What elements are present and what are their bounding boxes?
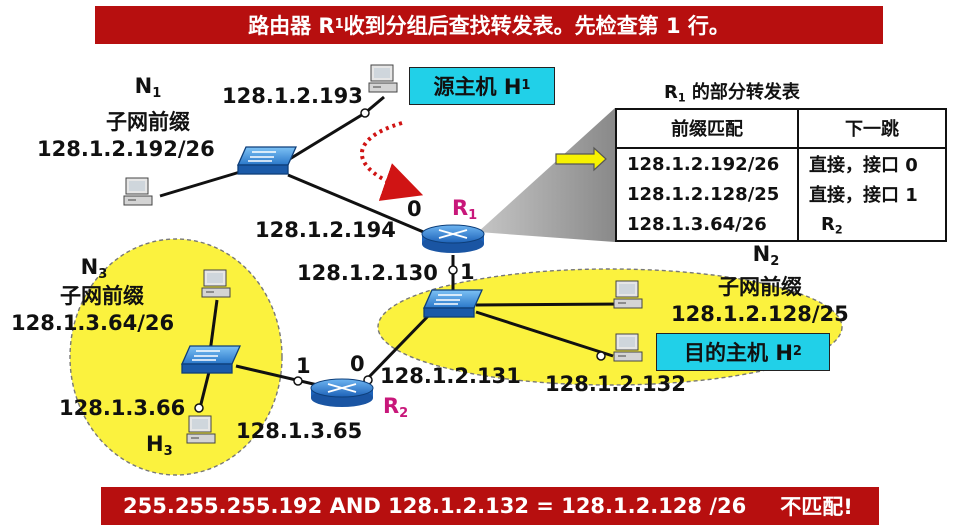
table-row1-prefix: 128.1.2.192/26 bbox=[616, 148, 798, 179]
r2-label-text: R bbox=[383, 394, 399, 418]
r2-port0-ip: 128.1.2.131 bbox=[380, 366, 521, 387]
n2-name-text: N bbox=[753, 242, 771, 266]
r1-label: R1 bbox=[452, 198, 477, 219]
n3-name: N3 bbox=[64, 257, 124, 278]
table-row3-next-hop-text: R bbox=[821, 214, 835, 235]
footer-calc: 255.255.255.192 AND 128.1.2.132 = 128.1.… bbox=[123, 494, 746, 518]
table-callout-cone bbox=[478, 108, 615, 242]
host-h2-ip: 128.1.2.132 bbox=[545, 374, 686, 395]
table-row3-prefix: 128.1.3.64/26 bbox=[616, 210, 798, 241]
host-h3-ip: 128.1.3.66 bbox=[59, 398, 185, 419]
host-h3-name: H bbox=[146, 432, 164, 456]
n3-prefix-label: 子网前缀 bbox=[22, 286, 182, 307]
n3-prefix: 128.1.3.64/26 bbox=[11, 313, 174, 334]
r2-label-sub: 2 bbox=[399, 406, 408, 421]
computer-h1 bbox=[369, 65, 397, 92]
switch-n1 bbox=[238, 147, 296, 174]
table-row: 128.1.2.128/25 直接，接口 1 bbox=[616, 179, 946, 209]
r2-label: R2 bbox=[383, 396, 408, 417]
r1-port0-num: 0 bbox=[407, 199, 422, 220]
n2-name: N2 bbox=[736, 244, 796, 265]
n1-prefix: 128.1.2.192/26 bbox=[37, 139, 215, 160]
r1-port1-ip: 128.1.2.130 bbox=[297, 263, 438, 284]
table-row3-next-hop: R2 bbox=[798, 210, 946, 241]
computer-h2 bbox=[614, 334, 642, 361]
r1-port0-ip: 128.1.2.194 bbox=[255, 220, 396, 241]
footer-banner: 255.255.255.192 AND 128.1.2.132 = 128.1.… bbox=[101, 487, 879, 525]
computer-n1 bbox=[124, 178, 152, 205]
r1-label-sub: 1 bbox=[468, 208, 477, 223]
n3-name-text: N bbox=[81, 255, 99, 279]
n2-prefix-label: 子网前缀 bbox=[680, 277, 840, 298]
table-header-row: 前缀匹配 下一跳 bbox=[616, 109, 946, 148]
n2-prefix: 128.1.2.128/25 bbox=[671, 304, 849, 325]
table-header-prefix: 前缀匹配 bbox=[616, 109, 798, 148]
r2-port1-ip: 128.1.3.65 bbox=[236, 421, 362, 442]
r2-port0-num: 0 bbox=[350, 354, 365, 375]
host-h2-name: 目的主机 H bbox=[684, 337, 793, 367]
table-title-post: 的部分转发表 bbox=[686, 82, 800, 103]
host-h3-sub: 3 bbox=[164, 444, 173, 459]
table-row2-next-hop: 直接，接口 1 bbox=[798, 179, 946, 209]
computer-n3-top bbox=[202, 270, 230, 297]
router-r2 bbox=[311, 379, 373, 407]
computer-n2-top bbox=[614, 281, 642, 308]
r2-port1-num: 1 bbox=[296, 356, 311, 377]
table-row1-next-hop: 直接，接口 0 bbox=[798, 148, 946, 179]
r1-label-text: R bbox=[452, 196, 468, 220]
packet-path-arrow bbox=[362, 123, 408, 190]
table-row: 128.1.3.64/26 R2 bbox=[616, 210, 946, 241]
table-title-pre: R bbox=[664, 82, 678, 103]
table-row: 128.1.2.192/26 直接，接口 0 bbox=[616, 148, 946, 179]
n3-name-sub: 3 bbox=[98, 267, 107, 282]
switch-n2 bbox=[424, 290, 482, 317]
table-row3-next-hop-sub: 2 bbox=[835, 224, 843, 237]
n1-name-text: N bbox=[135, 74, 153, 98]
host-h3-label: H3 bbox=[146, 434, 173, 455]
table-title-sub: 1 bbox=[678, 91, 686, 104]
footer-result: 不匹配! bbox=[780, 491, 853, 521]
n2-name-sub: 2 bbox=[770, 254, 779, 269]
n1-name: N1 bbox=[118, 76, 178, 97]
computer-h3 bbox=[187, 416, 215, 443]
table-row2-prefix: 128.1.2.128/25 bbox=[616, 179, 798, 209]
table-header-next-hop: 下一跳 bbox=[798, 109, 946, 148]
n1-name-sub: 1 bbox=[152, 86, 161, 101]
n1-prefix-label: 子网前缀 bbox=[68, 112, 228, 133]
switch-n3 bbox=[182, 346, 240, 373]
forwarding-table: 前缀匹配 下一跳 128.1.2.192/26 直接，接口 0 128.1.2.… bbox=[615, 108, 947, 242]
r1-port1-num: 1 bbox=[460, 262, 475, 283]
router-r1 bbox=[422, 225, 484, 253]
table-title: R1 的部分转发表 bbox=[664, 78, 924, 104]
host-h1-ip: 128.1.2.193 bbox=[222, 86, 363, 107]
host-h1-name: 源主机 H bbox=[434, 71, 522, 101]
